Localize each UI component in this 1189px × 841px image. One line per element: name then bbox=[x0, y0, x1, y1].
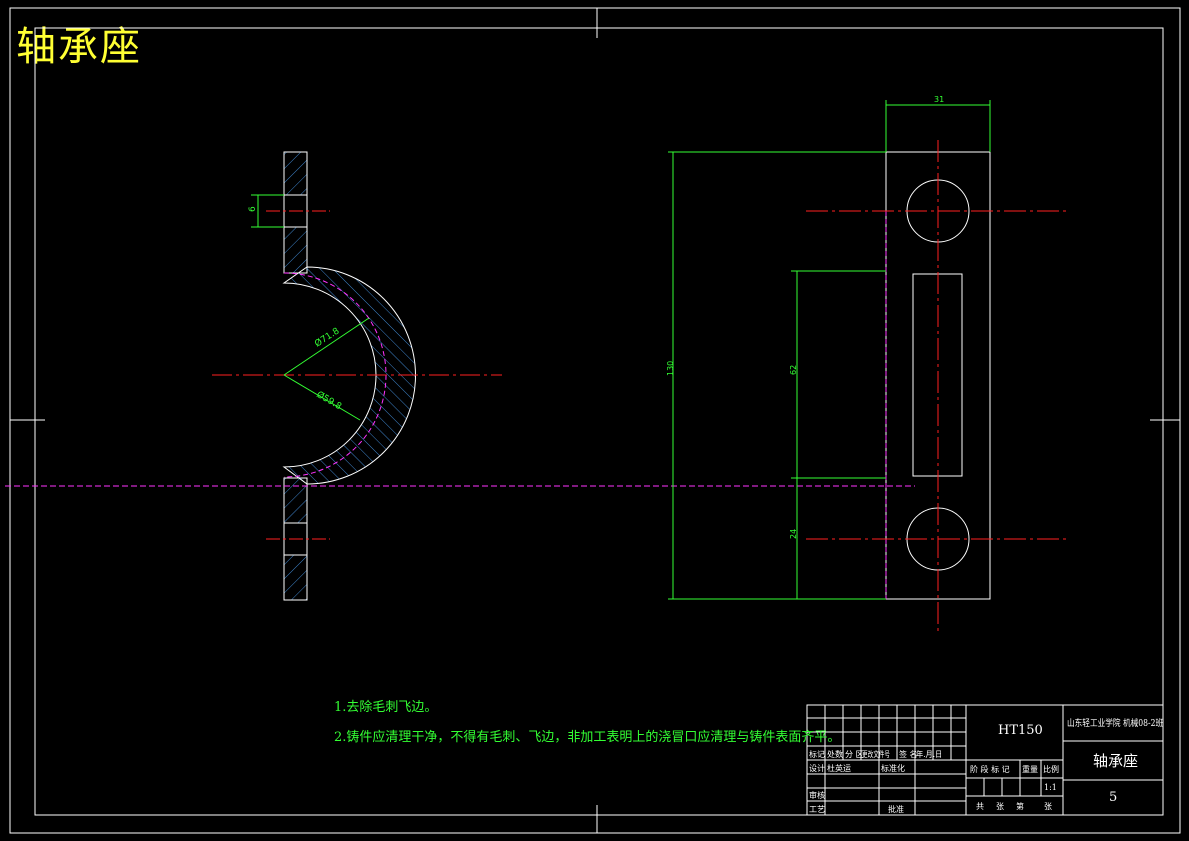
side-view: 31 130 62 24 bbox=[666, 95, 1068, 632]
title-block-grid bbox=[806, 704, 1164, 816]
dim-slot-height: 62 bbox=[789, 365, 798, 375]
flange-mid-top bbox=[283, 226, 308, 274]
tb-date: 年.月.日 bbox=[916, 750, 943, 759]
material-label: HT150 bbox=[998, 723, 1043, 738]
centering-marks bbox=[10, 8, 1180, 833]
flange-bottom bbox=[283, 554, 308, 601]
tb-ratio: 比例 bbox=[1043, 765, 1059, 774]
tb-standard: 标准化 bbox=[881, 764, 905, 773]
dim-overall-height: 130 bbox=[666, 361, 675, 376]
technical-notes: 1.去除毛刺飞边。 2.铸件应清理干净，不得有毛刺、飞边，非加工表明上的浇冒口应… bbox=[334, 693, 840, 753]
dim-hole-offset: 24 bbox=[789, 529, 798, 539]
dim-outer-leader bbox=[283, 317, 370, 376]
tb-design: 设计 bbox=[809, 764, 825, 773]
inner-frame bbox=[34, 27, 1164, 816]
tb-sheet-no: 第 bbox=[1016, 802, 1024, 811]
dim-lines bbox=[668, 100, 991, 600]
half-ring bbox=[282, 266, 416, 485]
tb-doc-no: 更改文件号 bbox=[862, 750, 890, 759]
flange-mid-bottom bbox=[283, 477, 308, 524]
note-1: 1.去除毛刺飞边。 bbox=[334, 700, 438, 715]
tb-sheet-unit: 张 bbox=[1044, 802, 1052, 811]
section-view: 6 Ø71.8 Ø59.8 bbox=[212, 151, 502, 601]
tb-zone: 分 区 bbox=[845, 750, 864, 759]
dim-hole-height bbox=[251, 194, 284, 228]
flange-top bbox=[283, 151, 308, 196]
drawing-title: 轴承座 bbox=[16, 24, 142, 70]
dim-inner-diameter: Ø59.8 bbox=[315, 389, 344, 412]
tb-approve: 批准 bbox=[888, 805, 904, 814]
dim-top-width: 31 bbox=[934, 95, 944, 104]
tb-stage-mark: 阶 段 标 记 bbox=[970, 765, 1010, 774]
school-label: 山东轻工业学院 机械08-2班 bbox=[1067, 719, 1164, 729]
tb-mark: 标记 bbox=[809, 750, 825, 759]
tb-sheets: 张 bbox=[996, 802, 1004, 811]
tb-count: 处数 bbox=[827, 750, 843, 759]
tb-signature: 签 名 bbox=[899, 750, 918, 759]
drawing-number-label: 5 bbox=[1109, 790, 1118, 805]
tb-weight: 重量 bbox=[1022, 765, 1038, 774]
part-name-label: 轴承座 bbox=[1093, 752, 1139, 770]
tb-process: 工艺 bbox=[809, 805, 825, 814]
tb-total: 共 bbox=[976, 802, 984, 811]
tb-review: 审核 bbox=[809, 791, 825, 800]
tb-designer: 杜英运 bbox=[827, 764, 851, 773]
dim-hole-height-label: 6 bbox=[248, 206, 258, 212]
dim-inner-leader bbox=[283, 374, 361, 421]
scale-label: 1:1 bbox=[1044, 783, 1057, 792]
note-2: 2.铸件应清理干净，不得有毛刺、飞边，非加工表明上的浇冒口应清理与铸件表面齐平。 bbox=[334, 730, 841, 745]
